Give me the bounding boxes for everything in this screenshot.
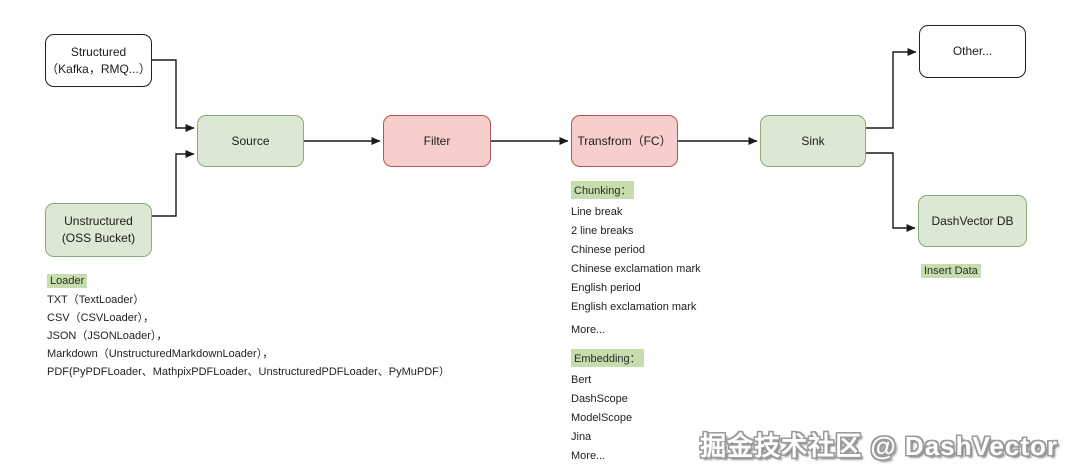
node-source-label: Source (231, 133, 270, 148)
node-transform: Transfrom（FC） (571, 115, 678, 167)
embedding-item: Bert (571, 374, 592, 386)
chunking-item: More... (571, 324, 606, 336)
chunking-item: English period (571, 282, 641, 294)
loader-item: Markdown（UnstructuredMarkdownLoader）， (47, 348, 274, 360)
insert-data-annotation: Insert Data (921, 264, 981, 278)
node-sink: Sink (760, 115, 866, 167)
node-structured-label-line2: （Kafka，RMQ...） (46, 61, 151, 76)
node-transform-label: Transfrom（FC） (577, 133, 672, 148)
node-filter-label: Filter (423, 133, 451, 148)
arrow-unstructured-to-source (152, 150, 195, 217)
loader-item: PDF(PyPDFLoader、MathpixPDFLoader、Unstruc… (47, 366, 450, 378)
embedding-item: More... (571, 450, 606, 462)
arrow-sink-to-other (866, 48, 917, 129)
loader-item: CSV（CSVLoader）， (47, 312, 154, 324)
node-sink-label: Sink (801, 133, 825, 148)
node-structured-label-line1: Structured (70, 44, 127, 59)
watermark: 掘金技术社区 @ DashVector (700, 431, 1058, 461)
loader-title-highlight: Loader (47, 274, 88, 288)
chunking-item: 2 line breaks (571, 225, 634, 237)
node-dashvector-db-label: DashVector DB (931, 213, 1014, 228)
node-unstructured-label-line2: (OSS Bucket) (61, 231, 136, 245)
node-structured: Structured （Kafka，RMQ...） (45, 34, 152, 87)
embedding-item: DashScope (571, 393, 628, 405)
node-unstructured: Unstructured (OSS Bucket) (45, 203, 152, 257)
arrow-sink-to-dashvector (866, 152, 916, 232)
node-source: Source (197, 115, 304, 167)
chunking-title-highlight: Chunking： (571, 181, 635, 199)
arrow-structured-to-source (152, 59, 195, 132)
embedding-annotation: Embedding： Bert DashScope ModelScope Jin… (571, 349, 644, 462)
embedding-item: Jina (571, 431, 592, 443)
embedding-title-highlight: Embedding： (571, 349, 644, 367)
node-other: Other... (919, 25, 1026, 78)
loader-item: TXT（TextLoader） (47, 294, 145, 306)
embedding-item: ModelScope (571, 412, 633, 424)
loader-item: JSON（JSONLoader）， (47, 330, 168, 342)
node-dashvector-db: DashVector DB (918, 195, 1027, 247)
node-unstructured-label-line1: Unstructured (64, 214, 133, 229)
node-filter: Filter (383, 115, 491, 167)
chunking-item: Line break (571, 206, 623, 218)
chunking-annotation: Chunking： Line break 2 line breaks Chine… (571, 181, 701, 336)
chunking-item: Chinese exclamation mark (571, 263, 701, 275)
chunking-item: English exclamation mark (571, 301, 697, 313)
chunking-item: Chinese period (571, 244, 645, 256)
node-other-label: Other... (952, 44, 993, 59)
loader-annotation: Loader TXT（TextLoader） CSV（CSVLoader）， J… (47, 274, 450, 378)
insert-data-highlight: Insert Data (921, 264, 981, 278)
